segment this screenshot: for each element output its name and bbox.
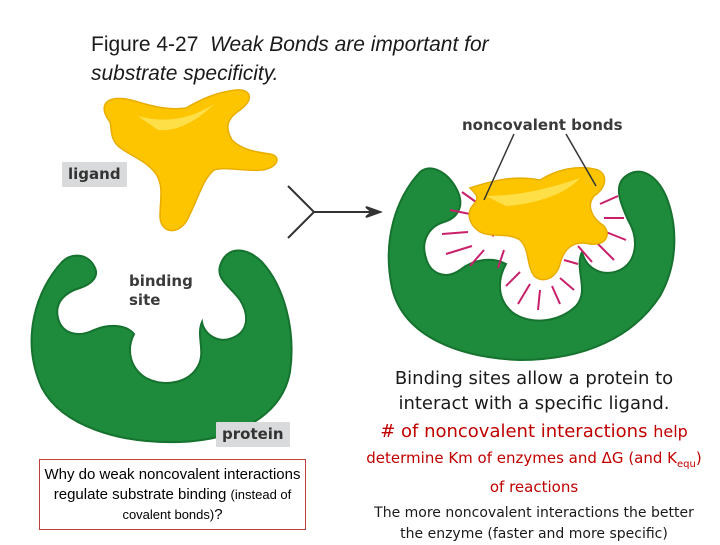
protein-label: protein (216, 422, 290, 447)
caption-line2-main: # of noncovalent interactions (380, 421, 648, 442)
figure-title-line2: substrate specificity. (91, 62, 279, 85)
reaction-arrow (287, 185, 383, 239)
caption-line1: Binding sites allow a protein to interac… (394, 368, 674, 414)
binding-site-label-line1: binding (129, 272, 193, 290)
question-end: ? (214, 506, 223, 523)
caption-line3-pre: determine Km of enzymes and ΔG (and K (366, 449, 677, 467)
label-pointer-lines (483, 133, 597, 201)
caption-line3-sub: equ (677, 459, 696, 470)
caption-line4: The more noncovalent interactions the be… (374, 505, 694, 542)
caption-line2-help: help (653, 422, 688, 441)
question-box: Why do weak noncovalent interactions reg… (39, 459, 306, 530)
caption-line3: determine Km of enzymes and ΔG (and Kequ… (364, 447, 704, 499)
binding-site-label: binding site (129, 272, 193, 310)
caption: Binding sites allow a protein to interac… (364, 366, 704, 545)
figure-title: Figure 4-27 Weak Bonds are important for… (91, 30, 651, 88)
question-main: Why do weak noncovalent interactions reg… (44, 466, 301, 503)
ligand-label: ligand (62, 162, 127, 187)
binding-site-label-line2: site (129, 291, 161, 309)
caption-line3-post: ) of reactions (489, 449, 702, 496)
figure-number: Figure 4-27 (91, 33, 199, 56)
bound-complex (387, 166, 676, 362)
noncovalent-bond-lines (441, 191, 627, 311)
figure-title-line1: Weak Bonds are important for (210, 33, 489, 56)
noncovalent-bonds-label: noncovalent bonds (462, 116, 623, 134)
question-paren: (instead of covalent bonds) (122, 487, 292, 522)
free-ligand (103, 89, 278, 232)
free-protein (30, 249, 293, 444)
caption-line2: # of noncovalent interactions help (364, 419, 704, 444)
